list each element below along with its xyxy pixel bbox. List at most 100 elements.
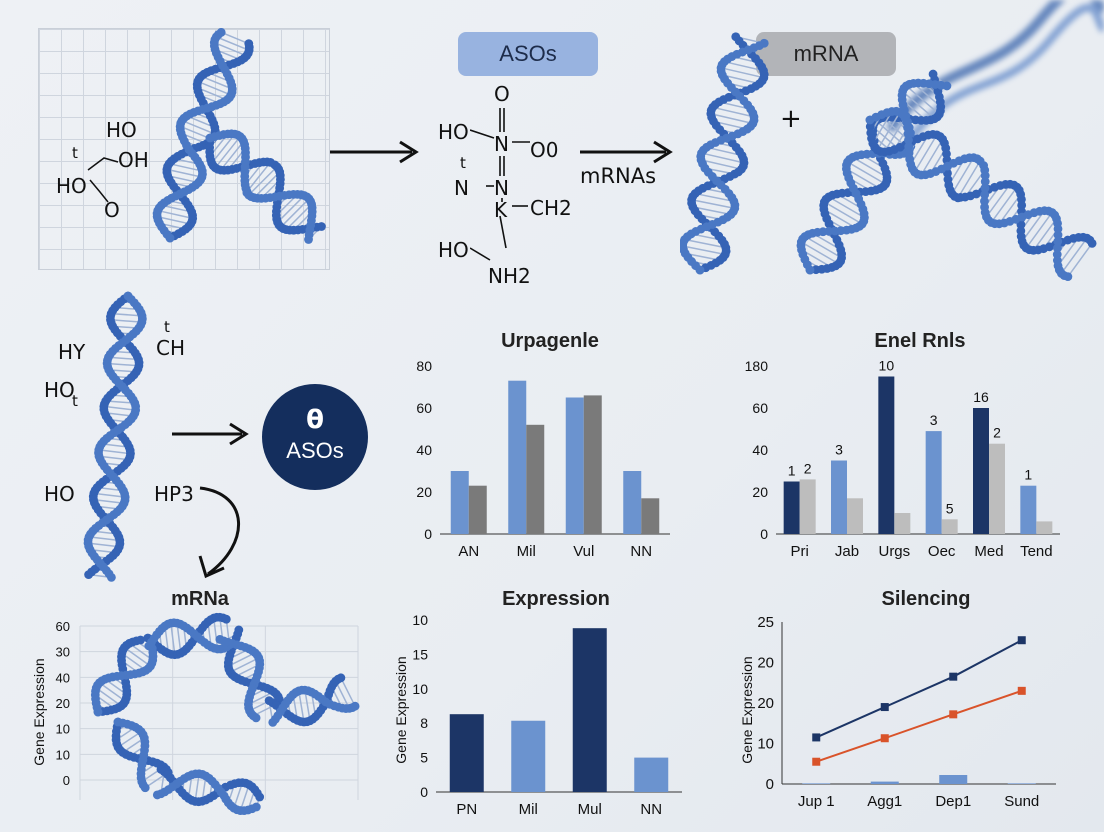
base-pair (951, 157, 975, 195)
nucleotide (1063, 272, 1073, 282)
chem-label: HP3 (154, 482, 194, 506)
nucleotide (980, 183, 990, 193)
base-pair (253, 171, 281, 199)
chem-label: t (72, 392, 78, 410)
x-tick-label: Dep1 (935, 793, 971, 810)
base-pair (166, 168, 203, 178)
bar (449, 714, 484, 792)
chem-label: HO (438, 238, 469, 262)
nucleotide (244, 39, 254, 49)
data-point (1017, 636, 1026, 645)
chem-bonds-center (470, 108, 530, 261)
y-tick-label: 0 (420, 784, 428, 800)
nucleotide (865, 122, 875, 131)
base-pair (828, 196, 865, 219)
base-pair (228, 652, 256, 667)
bar (1020, 485, 1037, 534)
bar (565, 397, 584, 534)
base-pair (123, 646, 151, 667)
bar (878, 376, 895, 534)
bar (925, 431, 942, 534)
base-pair (804, 235, 842, 259)
data-label: 2 (993, 425, 1001, 441)
base-pair (211, 133, 236, 164)
chem-label: HO (438, 120, 469, 144)
chem-label: HY (58, 340, 86, 364)
y-tick-label: 0 (63, 773, 70, 788)
bar (468, 485, 487, 534)
base-pair (694, 192, 735, 203)
data-label: 10 (879, 358, 895, 374)
nucleotide (84, 570, 93, 580)
y-tick-label: 10 (56, 722, 70, 737)
y-tick-label: 20 (757, 655, 774, 672)
base-pair (823, 208, 857, 229)
base-pair (852, 156, 888, 178)
base-pair (176, 623, 182, 654)
x-tick-label: PN (456, 801, 477, 818)
dna-helix-middle-left (83, 291, 147, 582)
base-pair (1025, 212, 1053, 249)
base-pair (298, 690, 305, 723)
x-tick-label: Agg1 (867, 793, 902, 810)
y-tick-label: 60 (752, 400, 768, 416)
nucleotide (928, 69, 938, 79)
base-pair (957, 160, 981, 199)
asos-pill: ASOs (458, 32, 598, 76)
data-label: 1 (788, 463, 796, 479)
base-pair (334, 680, 350, 709)
base-pair (691, 199, 735, 210)
bar (450, 471, 469, 534)
chem-label: NH2 (488, 264, 531, 288)
bar (973, 408, 989, 534)
nucleotide (1087, 238, 1097, 248)
base-pair (985, 183, 1011, 218)
nucleotide (317, 222, 326, 231)
y-tick-label: 180 (745, 358, 769, 374)
x-tick-label: Mul (578, 801, 602, 818)
x-tick-label: NN (640, 801, 662, 818)
base-pair (108, 356, 139, 361)
base-pair (902, 90, 935, 120)
y-tick-label: 20 (752, 484, 768, 500)
nucleotide (1053, 230, 1063, 240)
base-pair (847, 161, 886, 185)
base-pair (682, 245, 726, 256)
base-pair (905, 85, 940, 115)
base-pair (700, 159, 742, 170)
base-pair (340, 677, 356, 707)
chart-title: Silencing (881, 588, 971, 610)
base-pair (194, 773, 200, 802)
base-pair (220, 31, 250, 45)
y-tick-label: 8 (420, 715, 428, 731)
y-tick-label: 60 (56, 619, 70, 634)
y-tick-label: 0 (760, 526, 768, 542)
base-pair (220, 140, 245, 171)
plus-sign: + (780, 104, 802, 134)
blurred-helix-decoration (885, 0, 1104, 140)
base-pair (111, 312, 143, 317)
base-pair (181, 119, 216, 135)
y-tick-label: 0 (424, 526, 432, 542)
base-pair (213, 41, 247, 57)
nucleotide (942, 149, 951, 159)
base-pair (93, 498, 125, 505)
x-tick-label: AN (458, 543, 479, 560)
bar (641, 498, 660, 534)
base-pair (117, 731, 142, 748)
bar (1007, 783, 1036, 784)
bar (623, 471, 642, 534)
data-label: 16 (973, 389, 989, 405)
bar (634, 757, 669, 792)
y-tick-label: 80 (416, 358, 432, 374)
data-point (949, 672, 958, 681)
y-tick-label: 20 (416, 484, 432, 500)
x-tick-label: Mil (519, 801, 538, 818)
y-tick-label: 10 (757, 736, 774, 753)
x-tick-label: Tend (1020, 543, 1053, 560)
chem-label: HO (44, 482, 75, 506)
y-tick-label: 10 (56, 747, 70, 762)
